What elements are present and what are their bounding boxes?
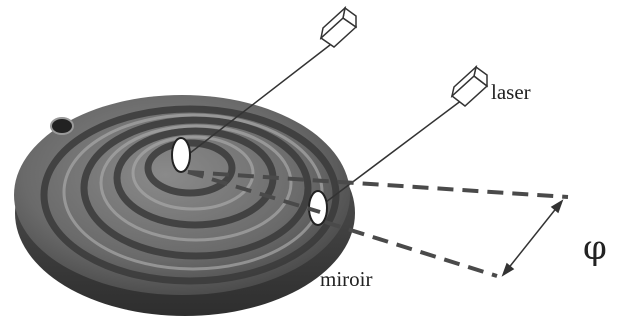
spiral-plate [14,95,355,316]
laser-beam-outer [318,100,462,208]
mirror-label: miroir [320,267,373,292]
laser-label: laser [491,80,531,105]
mounting-hole [51,118,73,134]
laser-icon [321,8,356,47]
mirror-icon [172,138,190,172]
angle-label: φ [583,228,607,268]
laser-icon [452,67,487,106]
angle-arrow-icon [503,201,562,275]
